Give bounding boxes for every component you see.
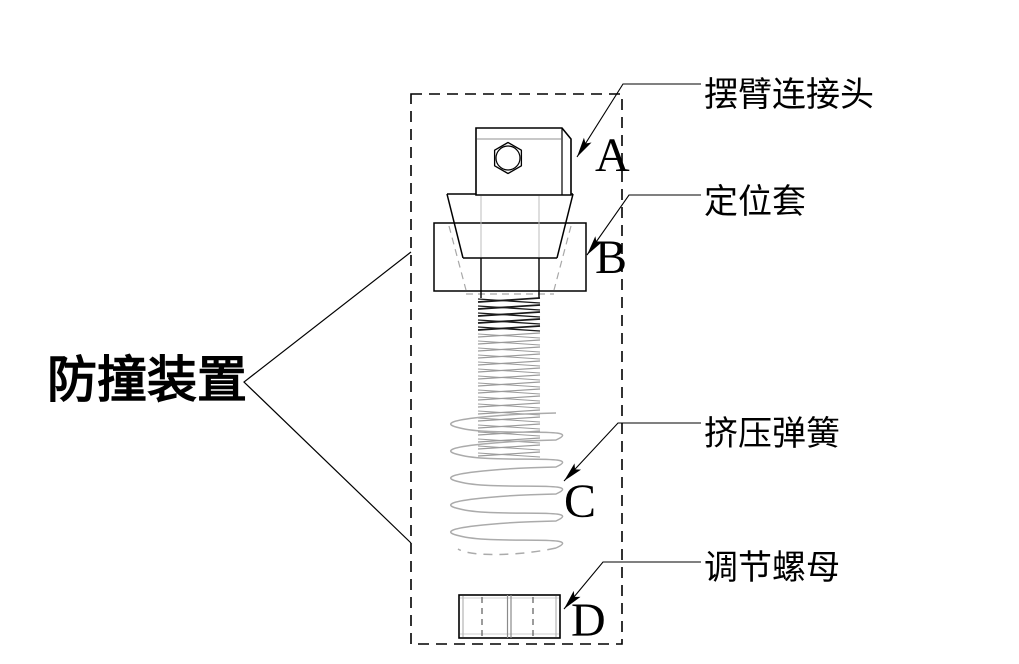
- thread-line: [477, 339, 541, 345]
- leader-line-d: [563, 561, 701, 610]
- thread-line: [477, 445, 541, 451]
- thread-line: [477, 305, 541, 311]
- part-label-compression-spring: 挤压弹簧: [704, 415, 840, 453]
- diagram-title: 防撞装置: [47, 352, 247, 408]
- thread-line: [477, 312, 541, 318]
- part-label-positioning-sleeve: 定位套: [704, 183, 806, 221]
- thread-line: [477, 367, 541, 373]
- leader-arrowhead-b: [587, 236, 603, 255]
- thread-line: [477, 360, 541, 366]
- part-letter-c: C: [564, 475, 596, 528]
- connector-body-outline: [475, 127, 572, 196]
- threaded-rod-drawing: [477, 258, 541, 458]
- leader-arrowhead-c: [564, 463, 582, 481]
- part-letter-d: D: [571, 594, 606, 647]
- thread-line: [477, 304, 541, 310]
- thread-line: [477, 438, 541, 444]
- thread-line: [477, 417, 541, 423]
- thread-line: [477, 325, 541, 331]
- thread-line: [477, 424, 541, 430]
- thread-line: [477, 311, 541, 317]
- thread-line: [477, 347, 541, 353]
- thread-line: [477, 451, 541, 457]
- compression-spring-end-dashed: [457, 547, 557, 556]
- thread-line: [477, 332, 541, 338]
- thread-line: [477, 444, 541, 450]
- thread-line: [477, 437, 541, 443]
- thread-line: [477, 298, 541, 304]
- thread-line: [477, 409, 541, 415]
- leader-arrowhead-d: [564, 590, 581, 609]
- thread-line: [477, 388, 541, 394]
- view-boundary-box: [410, 93, 623, 645]
- title-pointer-lines: [243, 251, 412, 544]
- thread-line: [477, 333, 541, 339]
- thread-line: [477, 381, 541, 387]
- thread-line: [477, 340, 541, 346]
- thread-line: [477, 326, 541, 332]
- thread-line: [477, 354, 541, 360]
- swing-arm-connector-drawing: [475, 127, 572, 196]
- flange-slant-edges: [446, 193, 574, 259]
- leader-line-b: [586, 194, 701, 256]
- nut-body-rect: [458, 594, 561, 639]
- thread-line: [477, 361, 541, 367]
- positioning-sleeve-drawing: [433, 222, 587, 295]
- compression-spring-drawing: [450, 412, 564, 556]
- thread-line: [477, 353, 541, 359]
- sleeve-body-rect: [433, 222, 587, 292]
- thread-line: [477, 346, 541, 352]
- thread-line: [477, 403, 541, 409]
- thread-line: [477, 395, 541, 401]
- thread-line: [477, 416, 541, 422]
- leader-arrowhead-a: [577, 137, 592, 157]
- thread-line: [477, 423, 541, 429]
- adjustment-nut-drawing: [458, 594, 561, 639]
- thread-line: [477, 402, 541, 408]
- leader-line-c: [563, 422, 701, 482]
- part-letter-b: B: [595, 231, 627, 284]
- part-letter-a: A: [595, 129, 630, 182]
- thread-line: [477, 382, 541, 388]
- thread-line: [477, 368, 541, 374]
- part-label-swing-arm-connector: 摆臂连接头: [704, 76, 874, 114]
- leader-line-a: [576, 83, 701, 158]
- thread-line: [477, 297, 541, 303]
- thread-line: [477, 396, 541, 402]
- thread-lines: [477, 297, 541, 458]
- thread-line: [477, 431, 541, 437]
- part-label-adjustment-nut: 调节螺母: [704, 550, 840, 587]
- leader-arrowheads: [564, 137, 603, 609]
- thread-line: [477, 452, 541, 458]
- thread-line: [477, 374, 541, 380]
- thread-line: [477, 319, 541, 325]
- hex-socket-circle: [495, 145, 521, 171]
- hex-socket-outline: [493, 141, 523, 175]
- thread-line: [477, 318, 541, 324]
- leader-lines: [563, 83, 701, 610]
- thread-line: [477, 389, 541, 395]
- thread-line: [477, 375, 541, 381]
- compression-spring-path: [450, 412, 564, 549]
